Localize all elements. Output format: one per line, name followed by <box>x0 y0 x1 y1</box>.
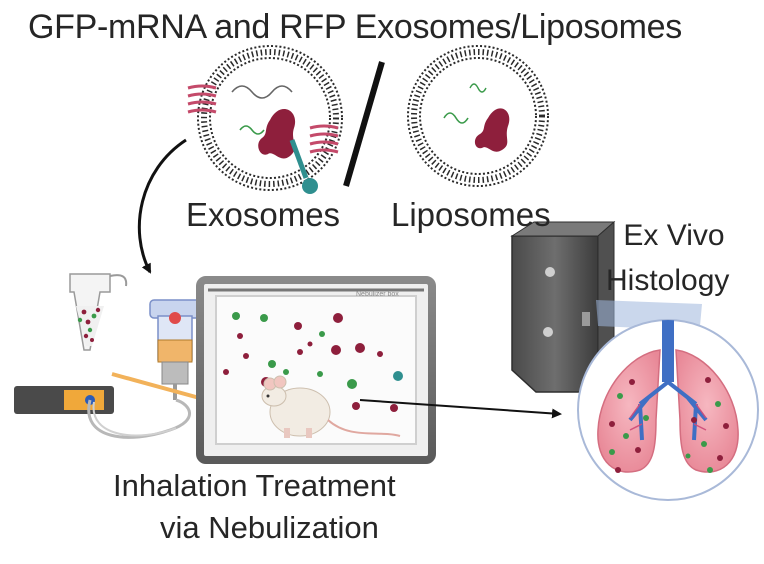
nebulization-label: via Nebulization <box>160 510 379 545</box>
liposome-icon <box>407 45 549 187</box>
exosome-icon <box>187 45 343 194</box>
diagram-title: GFP-mRNA and RFP Exosomes/Liposomes <box>28 8 682 46</box>
aerosol-particles <box>223 312 403 412</box>
compressor-icon <box>14 386 114 414</box>
liposomes-label: Liposomes <box>391 196 551 233</box>
separator-slash <box>343 61 385 187</box>
inhalation-label: Inhalation Treatment <box>113 468 396 503</box>
tube-icon <box>69 273 128 351</box>
nebulizer-box <box>196 276 436 464</box>
nebulizer-icon <box>149 299 203 400</box>
mouse-icon <box>261 375 401 438</box>
ex-vivo-label: Ex Vivo <box>623 219 725 252</box>
lungs-icon <box>577 319 759 501</box>
histology-label: Histology <box>606 264 730 297</box>
exosomes-label: Exosomes <box>186 196 341 233</box>
nebulizer-box-label: Nebulizer box <box>356 291 399 298</box>
